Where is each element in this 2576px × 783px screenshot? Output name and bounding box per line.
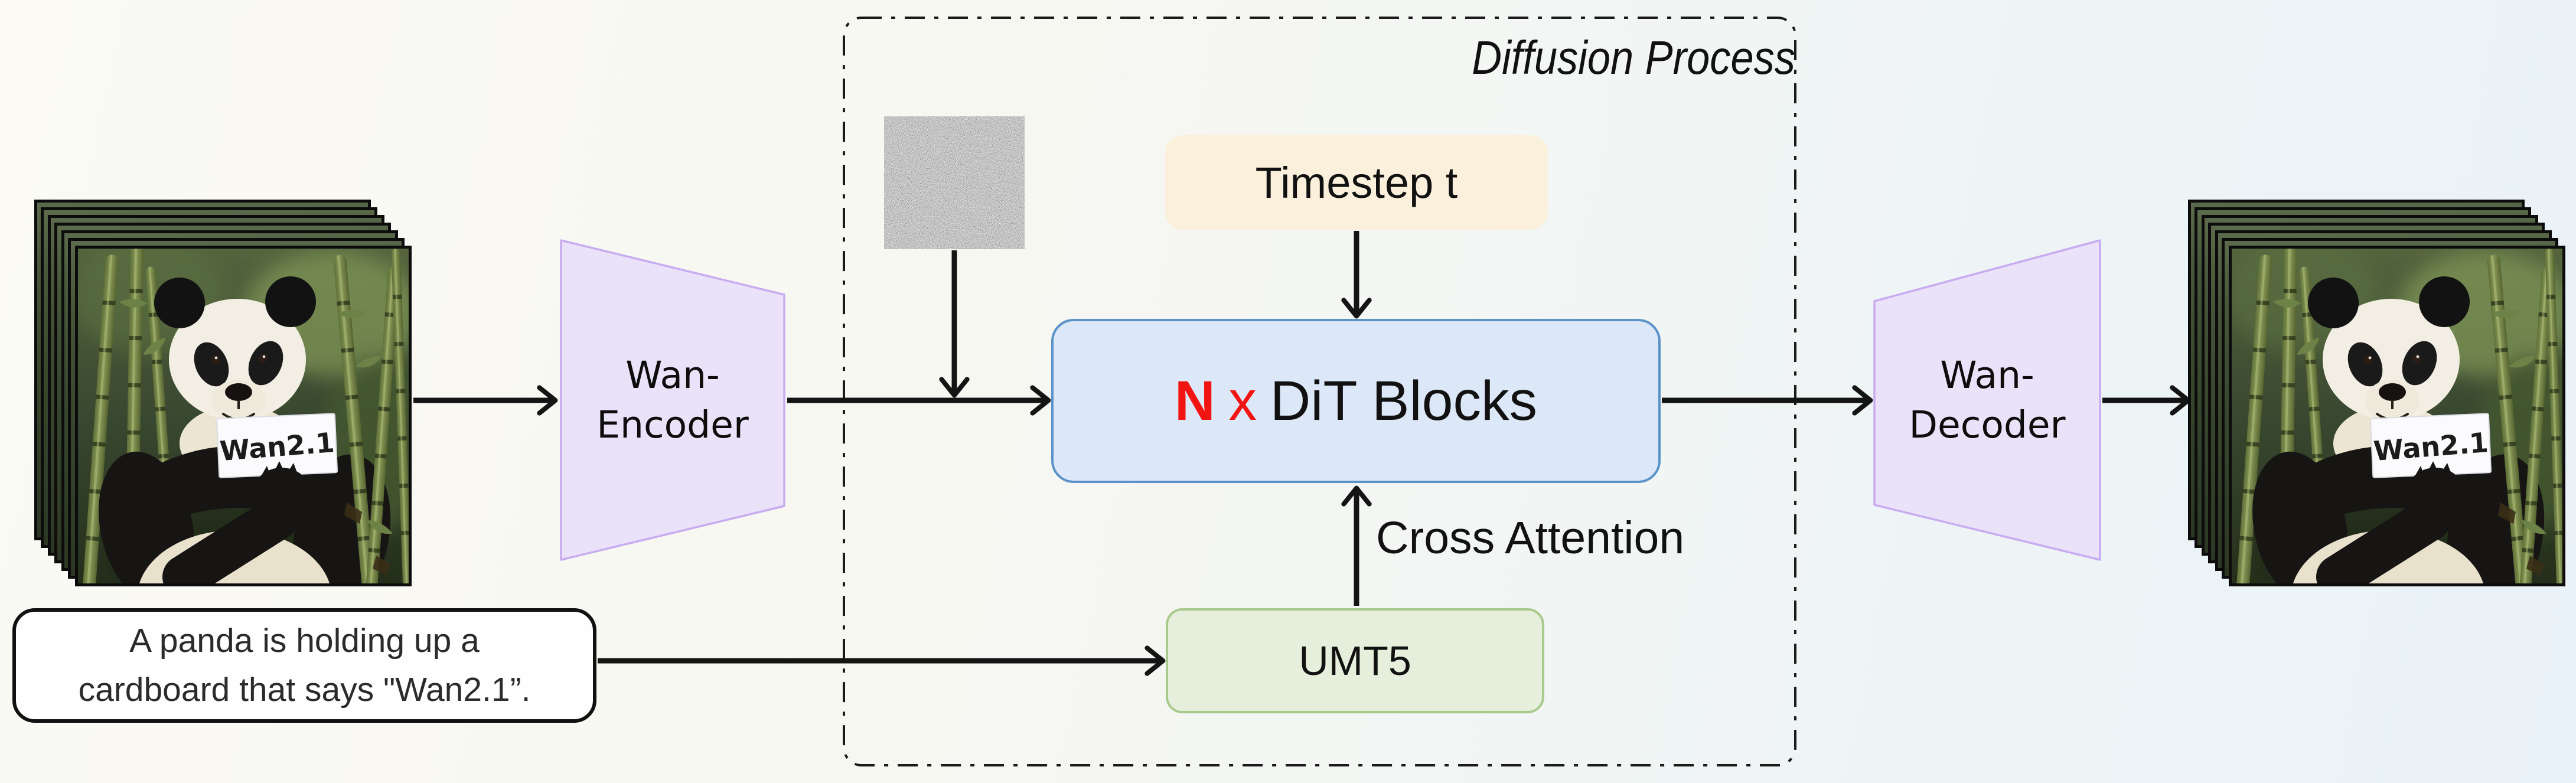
dit-times-symbol: x (1228, 369, 1257, 432)
encoder-label-line2: Encoder (596, 403, 749, 446)
wan-decoder: Wan- Decoder (1873, 239, 2101, 561)
decoder-label-line1: Wan- (1940, 354, 2034, 397)
diffusion-process-title: Diffusion Process (1472, 31, 1795, 84)
diffusion-process-dashed-box (843, 17, 1796, 766)
decoder-trapezoid-shape (1873, 239, 2101, 561)
noise-latent-image (884, 116, 1025, 249)
panda-image (2232, 249, 2562, 583)
umt5-label: UMT5 (1299, 638, 1411, 684)
timestep-label: Timestep t (1255, 158, 1458, 207)
decoder-label: Wan- Decoder (1873, 239, 2101, 561)
panda-image (78, 249, 409, 583)
dit-blocks-box: N x DiT Blocks (1051, 319, 1661, 483)
umt5-box: UMT5 (1166, 608, 1544, 713)
input-video-stack (34, 200, 412, 587)
dit-blocks-label: DiT Blocks (1270, 369, 1537, 432)
decoder-label-line2: Decoder (1909, 403, 2066, 446)
encoder-label-line1: Wan- (625, 354, 720, 397)
timestep-box: Timestep t (1165, 135, 1548, 230)
encoder-label: Wan- Encoder (560, 239, 785, 561)
video-frame-front (2229, 246, 2565, 586)
wan-encoder: Wan- Encoder (560, 239, 785, 561)
cross-attention-label: Cross Attention (1376, 513, 1685, 563)
output-video-stack (2188, 200, 2566, 587)
prompt-line2: cardboard that says "Wan2.1”. (78, 671, 531, 709)
video-frame-front (75, 246, 412, 586)
encoder-trapezoid-shape (560, 239, 785, 561)
prompt-line1: A panda is holding up a (129, 622, 480, 660)
text-prompt-box: A panda is holding up a cardboard that s… (12, 608, 596, 723)
dit-n-count: N (1175, 369, 1215, 432)
